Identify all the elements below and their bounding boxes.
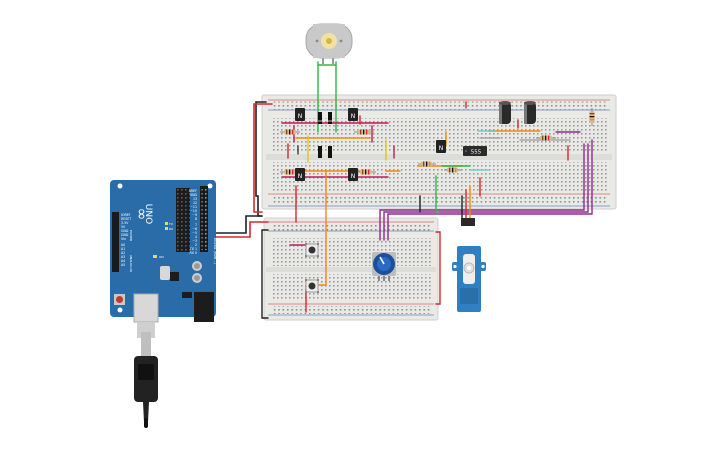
svg-text:GND: GND	[190, 193, 198, 197]
svg-text:2: 2	[195, 243, 197, 247]
wire-purple-right-1	[379, 143, 585, 241]
diode	[328, 146, 332, 158]
svg-text:8: 8	[195, 217, 197, 221]
resistor	[589, 108, 595, 126]
svg-text:POWER: POWER	[129, 230, 133, 241]
wire-red-small-rail	[435, 231, 441, 305]
svg-text:RX 0: RX 0	[190, 251, 197, 255]
svg-text:IOREF: IOREF	[121, 213, 131, 217]
svg-text:A4: A4	[121, 259, 125, 263]
svg-text:~3: ~3	[192, 239, 197, 243]
resistor	[444, 167, 462, 173]
pushbutton-icon[interactable]	[305, 243, 319, 257]
svg-text:GND: GND	[121, 229, 129, 233]
pushbutton-icon[interactable]	[305, 279, 319, 293]
reset-button[interactable]	[114, 294, 125, 305]
led-rx	[165, 227, 168, 230]
svg-text:A1: A1	[121, 247, 125, 251]
resistor	[536, 135, 556, 141]
svg-text:13: 13	[193, 197, 197, 201]
svg-text:~11: ~11	[190, 205, 197, 209]
transistors: N N N N N	[295, 108, 446, 181]
svg-text:555: 555	[471, 150, 482, 156]
electrolytic-capacitor-icon	[524, 101, 536, 124]
svg-text:TX: TX	[168, 222, 173, 226]
svg-text:ON: ON	[159, 255, 164, 259]
svg-text:N: N	[351, 113, 356, 120]
svg-text:AREF: AREF	[189, 189, 197, 193]
svg-text:GND: GND	[121, 233, 129, 237]
wire-black-small-rail	[261, 229, 269, 319]
svg-text:7: 7	[195, 223, 197, 227]
diode	[318, 112, 322, 124]
transistor-5: N	[436, 140, 446, 153]
diode	[328, 112, 332, 124]
svg-text:A0: A0	[121, 243, 125, 247]
svg-text:N: N	[298, 173, 303, 180]
arduino-uno-board[interactable]: ∞ UNO AREF GND 13 12 ~11 ~10 ~9 8 7 ~6 ~…	[110, 180, 217, 323]
breadboard-small[interactable]	[263, 217, 439, 321]
svg-text:A3: A3	[121, 255, 125, 259]
svg-text:RX: RX	[169, 227, 173, 231]
led-on	[153, 255, 157, 258]
svg-text:ANALOG IN: ANALOG IN	[129, 255, 133, 272]
svg-text:~9: ~9	[192, 213, 197, 217]
resistor	[356, 169, 376, 175]
svg-text:Vin: Vin	[121, 237, 126, 241]
wire-red-arduino-power	[214, 221, 269, 238]
resistor	[354, 129, 374, 135]
svg-text:12: 12	[193, 201, 197, 205]
svg-text:RESET: RESET	[121, 217, 131, 221]
svg-text:DIGITAL (PWM ~): DIGITAL (PWM ~)	[213, 238, 217, 264]
power-jack	[194, 292, 214, 322]
transistor-1: N	[295, 108, 305, 121]
svg-text:3.3V: 3.3V	[121, 221, 129, 225]
wire-red-left-loop	[253, 103, 273, 213]
usb-cable-icon	[134, 322, 158, 428]
svg-text:N: N	[298, 113, 303, 120]
servo-motor-icon[interactable]	[452, 218, 486, 312]
svg-text:4: 4	[195, 235, 197, 239]
dc-motor-icon[interactable]	[305, 23, 353, 64]
svg-text:N: N	[439, 145, 444, 152]
power-header	[112, 212, 119, 272]
arduino-logo: ∞	[133, 208, 151, 221]
usb-port	[133, 293, 159, 323]
svg-text:A5: A5	[121, 263, 125, 267]
svg-text:A2: A2	[121, 251, 125, 255]
board-name: UNO	[143, 204, 153, 224]
svg-text:~5: ~5	[192, 231, 197, 235]
diode	[318, 146, 322, 158]
transistor-3: N	[295, 168, 305, 181]
led-tx	[165, 222, 168, 225]
svg-text:~10: ~10	[190, 209, 197, 213]
electrolytic-capacitor-icon	[499, 101, 511, 124]
transistor-4: N	[348, 168, 358, 181]
resistors	[280, 108, 595, 175]
wire-black-left-loop	[255, 101, 267, 217]
svg-text:~6: ~6	[192, 227, 197, 231]
svg-text:5V: 5V	[121, 225, 126, 229]
svg-text:TX 1: TX 1	[189, 247, 197, 251]
svg-text:N: N	[351, 173, 356, 180]
potentiometer-icon[interactable]	[372, 252, 396, 281]
wire-purple-right-3	[387, 139, 593, 241]
resistor	[280, 169, 300, 175]
transistor-2: N	[348, 108, 358, 121]
timer-555-chip: 555	[463, 146, 487, 156]
wire-black-arduino-gnd	[214, 215, 263, 234]
resistor	[280, 129, 300, 135]
wire-purple-right-2	[383, 143, 589, 241]
resistor	[418, 161, 436, 167]
